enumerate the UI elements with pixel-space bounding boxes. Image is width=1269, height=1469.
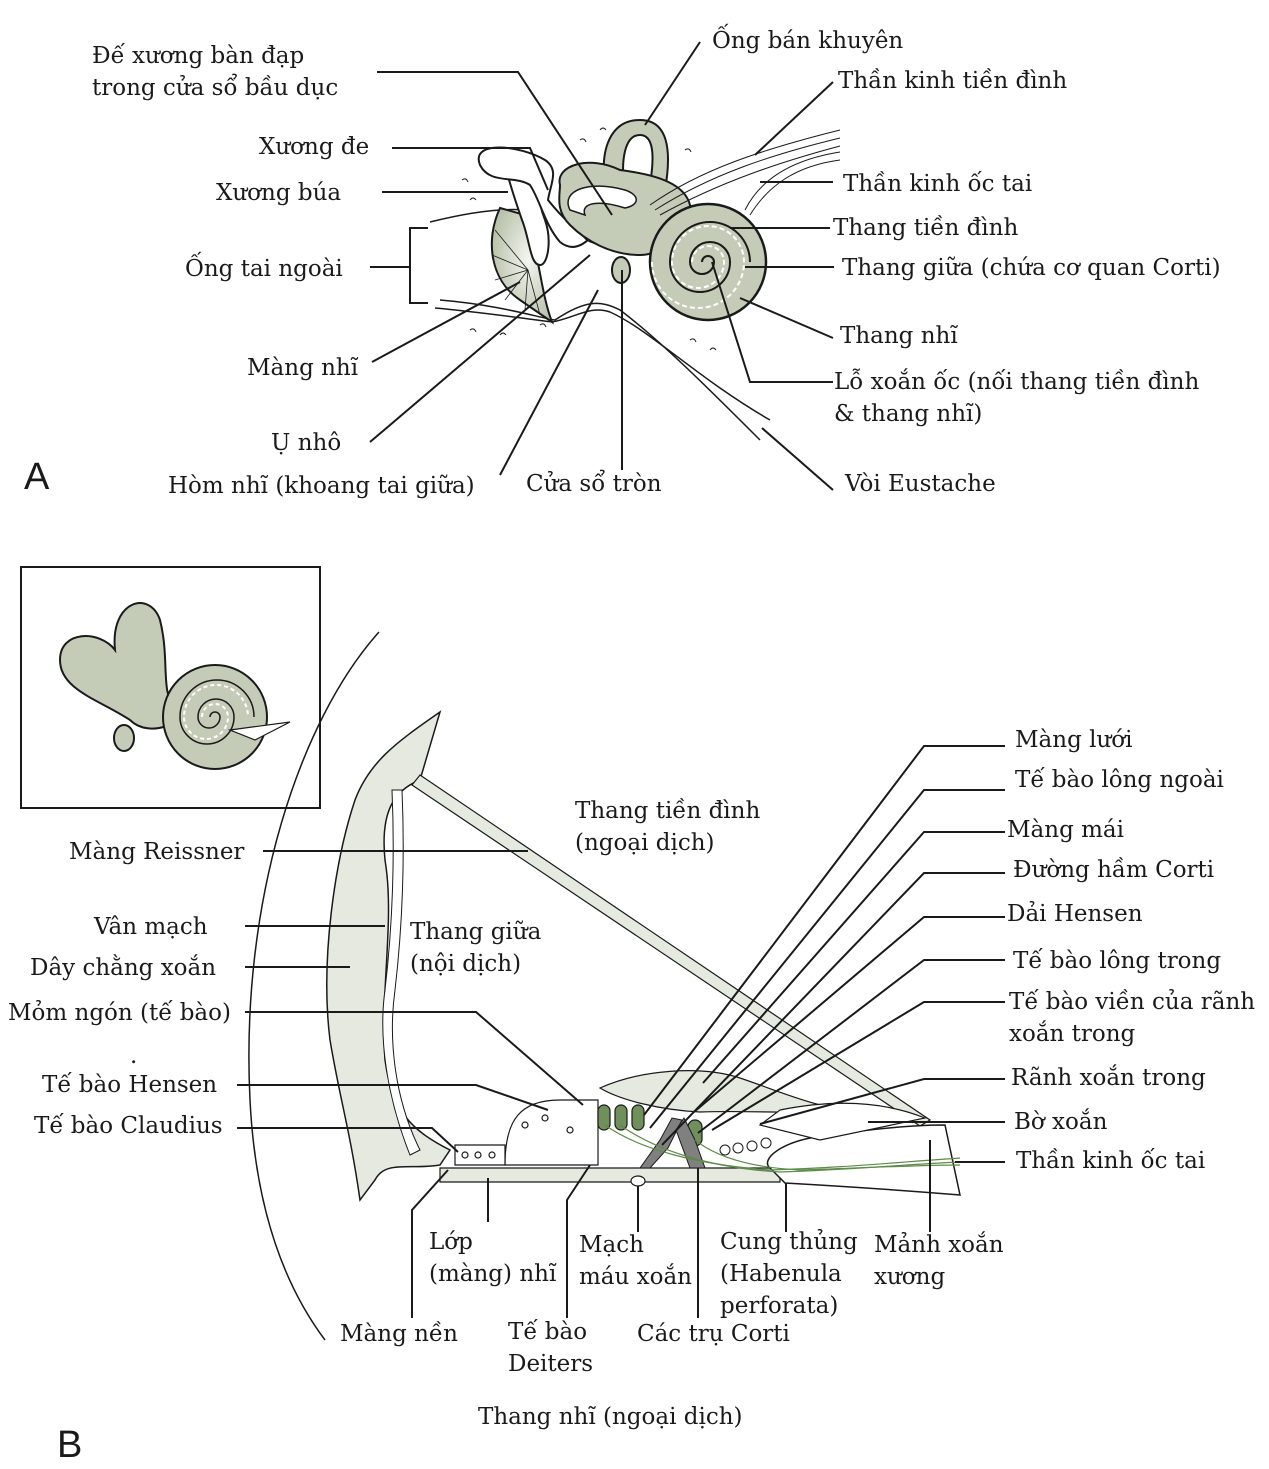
label-tectorial-membrane: Màng mái <box>1007 817 1124 843</box>
label-scala-vestibuli-a: Thang tiền đình <box>833 215 1019 241</box>
label-pillars-corti: Các trụ Corti <box>637 1321 790 1347</box>
label-incus: Xương đe <box>259 134 370 160</box>
label-stapes-footplate: Đế xương bàn đạp trong cửa sổ bầu dục <box>92 43 339 101</box>
panel-b-drawing <box>20 566 1005 1341</box>
pillars-of-corti <box>639 1117 706 1169</box>
label-eustachian-tube: Vòi Eustache <box>845 471 996 497</box>
label-habenula-perforata: Cung thủng (Habenula perforata) <box>720 1229 858 1319</box>
label-outer-hair-cells: Tế bào lông ngoài <box>1015 767 1224 793</box>
label-scala-media-a: Thang giữa (chứa cơ quan Corti) <box>842 255 1221 281</box>
external-canal-bracket <box>370 227 428 304</box>
label-hensen-cells: Tế bào Hensen <box>42 1072 218 1098</box>
cochlear-wall-arc <box>248 631 380 1341</box>
label-semicircular-canal: Ống bán khuyên <box>712 28 904 54</box>
label-scala-media-b: Thang giữa (nội dịch) <box>410 919 542 977</box>
panel-letter-b: B <box>57 1424 83 1466</box>
label-spiral-ligament: Dây chằng xoắn <box>30 955 217 981</box>
label-scala-tympani-a: Thang nhĩ <box>840 323 958 349</box>
label-claudius-cells: Tế bào Claudius <box>34 1113 223 1139</box>
label-tympanic-layer: Lớp (màng) nhĩ <box>429 1229 557 1287</box>
cochlea-spiral <box>668 221 751 293</box>
stria-vascularis <box>382 789 421 1156</box>
inset-inner-ear <box>58 602 291 770</box>
label-hensen-stripe: Dải Hensen <box>1007 901 1143 927</box>
inset-frame <box>20 566 321 809</box>
support-cells <box>454 1099 599 1166</box>
label-reissner-membrane: Màng Reissner <box>69 839 245 865</box>
spiral-vessel <box>630 1175 646 1187</box>
label-malleus: Xương búa <box>216 180 342 206</box>
label-external-canal: Ống tai ngoài <box>185 256 343 282</box>
label-scala-vestibuli-b: Thang tiền đình (ngoại dịch) <box>575 798 761 856</box>
eustachian-tube-wall <box>439 299 761 441</box>
cochlea-dashes <box>651 225 746 309</box>
panel-a-drawing <box>369 41 841 491</box>
inner-sulcus-cells <box>719 1137 772 1156</box>
panel-letter-a: A <box>24 456 50 498</box>
label-round-window: Cửa sổ tròn <box>526 471 662 497</box>
label-scala-tympani-b: Thang nhĩ (ngoại dịch) <box>478 1404 743 1430</box>
label-tympanic-membrane: Màng nhĩ <box>247 355 359 381</box>
label-deiters-cells: Tế bào Deiters <box>508 1319 594 1377</box>
outer-hair-cells <box>597 1104 645 1131</box>
stray-dot: . <box>130 1043 138 1069</box>
label-vestibular-nerve: Thần kinh tiền đình <box>838 68 1068 94</box>
basilar-membrane <box>439 1167 781 1183</box>
panel-a-leader-lines <box>369 41 834 491</box>
nerve-bundle <box>649 129 841 216</box>
label-spiral-limbus: Bờ xoắn <box>1014 1109 1108 1135</box>
label-stria-vascularis: Vân mạch <box>94 914 208 940</box>
label-basilar-membrane: Màng nền <box>340 1321 458 1347</box>
cochlear-nerve-fibers <box>604 1124 961 1173</box>
osseous-spiral-lamina <box>766 1124 961 1196</box>
label-tympanic-cavity: Hòm nhĩ (khoang tai giữa) <box>168 473 475 499</box>
label-reticular-lamina: Màng lưới <box>1015 727 1133 753</box>
panel-b-leader-lines <box>237 745 1005 1318</box>
external-canal-lower-wall <box>434 307 771 421</box>
bone-specks <box>461 127 717 351</box>
external-canal-upper-wall <box>429 208 526 223</box>
label-osseous-lamina: Mảnh xoắn xương <box>874 1232 1004 1290</box>
label-cochlear-nerve-a: Thần kinh ốc tai <box>843 171 1033 197</box>
label-border-cells: Tế bào viền của rãnh xoắn trong <box>1009 989 1256 1047</box>
label-phalangeal-process: Mỏm ngón (tế bào) <box>8 1000 231 1026</box>
label-inner-hair-cell: Tế bào lông trong <box>1013 948 1222 974</box>
spiral-ligament <box>326 710 452 1202</box>
label-helicotrema: Lỗ xoắn ốc (nối thang tiền đình & thang … <box>834 369 1200 427</box>
label-promontory: Ụ nhô <box>271 430 342 456</box>
label-spiral-vessel: Mạch máu xoắn <box>579 1232 692 1290</box>
label-tunnel-corti: Đường hầm Corti <box>1013 857 1215 883</box>
label-cochlear-nerve-b: Thần kinh ốc tai <box>1016 1148 1206 1174</box>
label-inner-sulcus: Rãnh xoắn trong <box>1011 1065 1206 1091</box>
